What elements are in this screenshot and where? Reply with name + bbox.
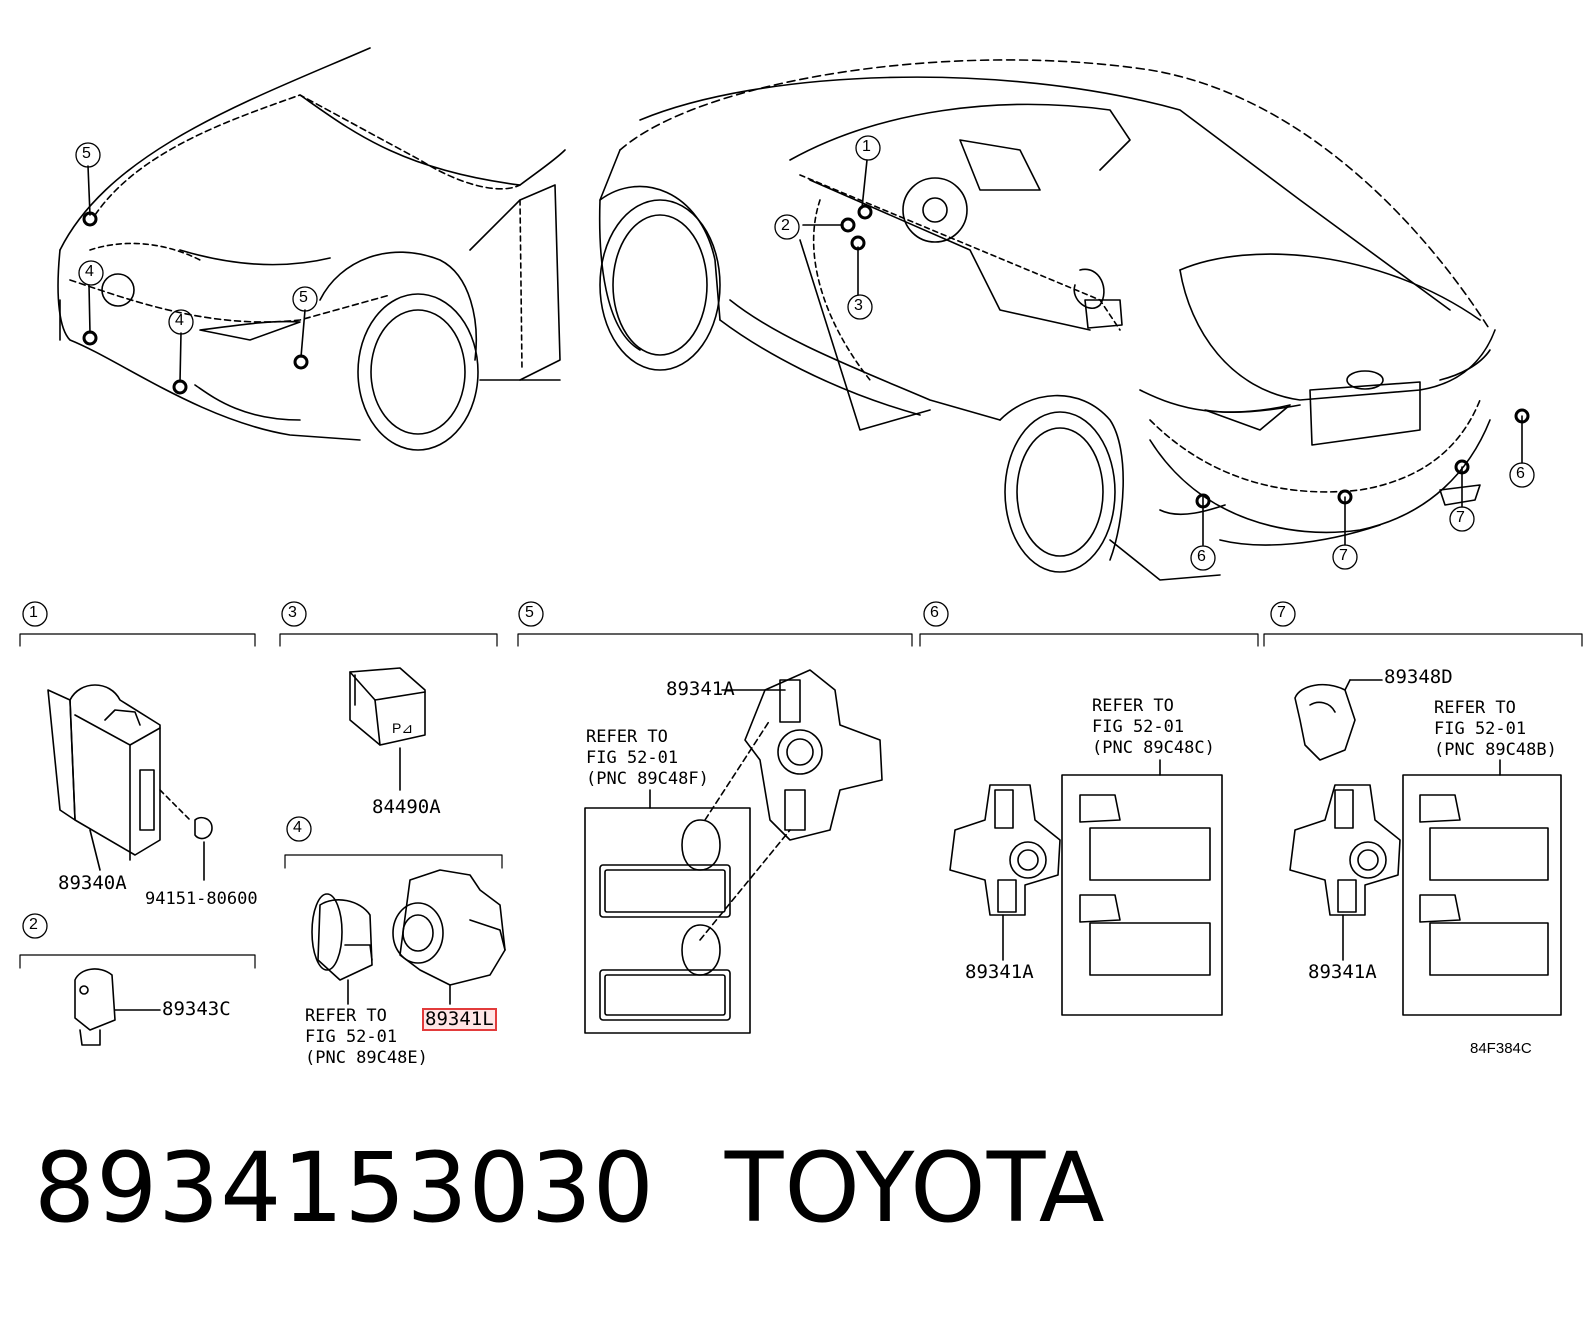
part-label-89341A-group7[interactable]: 89341A (1308, 961, 1377, 983)
callout-7-rear-right: 7 (1456, 509, 1465, 526)
part-label-89341A-group5[interactable]: 89341A (666, 678, 735, 700)
callout-5-front-left: 5 (82, 145, 91, 162)
group-7-label: 7 (1277, 604, 1286, 621)
callout-1-cabin: 1 (862, 138, 871, 155)
callout-leaders (87, 159, 1523, 546)
callout-circles (22, 135, 1535, 939)
group-2-label: 2 (29, 916, 38, 933)
part-label-89341L-highlighted[interactable]: 89341L (422, 1008, 497, 1031)
callout-4-front-center: 4 (175, 312, 184, 329)
group-5-label: 5 (525, 604, 534, 621)
group5-sensor-drawing (584, 669, 883, 1034)
group-1-label: 1 (29, 604, 38, 621)
callout-7-rear-center: 7 (1339, 547, 1348, 564)
group-6-label: 6 (930, 604, 939, 621)
rear-car-illustration (598, 59, 1496, 581)
diagram-code: 84F384C (1470, 1040, 1532, 1057)
part-label-84490A[interactable]: 84490A (372, 796, 441, 818)
group4-sensors-drawing (311, 869, 506, 1005)
part-label-89348D[interactable]: 89348D (1384, 666, 1453, 688)
group7-sensor-drawing (1289, 679, 1562, 1016)
part-label-94151-80600[interactable]: 94151-80600 (145, 889, 258, 909)
sensor-89343C-drawing (74, 968, 161, 1046)
group6-sensor-drawing (949, 759, 1223, 1016)
callout-3-cabin: 3 (854, 297, 863, 314)
switch-84490A-drawing: P⊿ (349, 667, 426, 791)
front-car-illustration (57, 47, 566, 451)
refer-note-group7[interactable]: REFER TO FIG 52-01 (PNC 89C48B) (1434, 698, 1557, 760)
refer-note-group4[interactable]: REFER TO FIG 52-01 (PNC 89C48E) (305, 1006, 428, 1068)
footer-brand: TOYOTA (724, 1132, 1106, 1244)
part-label-89343C[interactable]: 89343C (162, 998, 231, 1020)
callout-4-front-left: 4 (85, 263, 94, 280)
group-3-label: 3 (288, 604, 297, 621)
part-label-89340A[interactable]: 89340A (58, 872, 127, 894)
refer-note-group6[interactable]: REFER TO FIG 52-01 (PNC 89C48C) (1092, 696, 1215, 758)
ecu-89340A-drawing (47, 684, 213, 881)
part-label-89341A-group6[interactable]: 89341A (965, 961, 1034, 983)
footer-part-number: 8934153030 (34, 1132, 655, 1244)
sensor-locations (82, 204, 1530, 509)
group-brackets (19, 633, 1583, 969)
svg-text:P⊿: P⊿ (392, 720, 413, 736)
callout-2-cabin: 2 (781, 217, 790, 234)
group-4-label: 4 (293, 819, 302, 836)
refer-note-group5[interactable]: REFER TO FIG 52-01 (PNC 89C48F) (586, 727, 709, 789)
callout-6-rear-right: 6 (1516, 465, 1525, 482)
callout-5-front-right: 5 (299, 289, 308, 306)
callout-6-rear-left: 6 (1197, 548, 1206, 565)
